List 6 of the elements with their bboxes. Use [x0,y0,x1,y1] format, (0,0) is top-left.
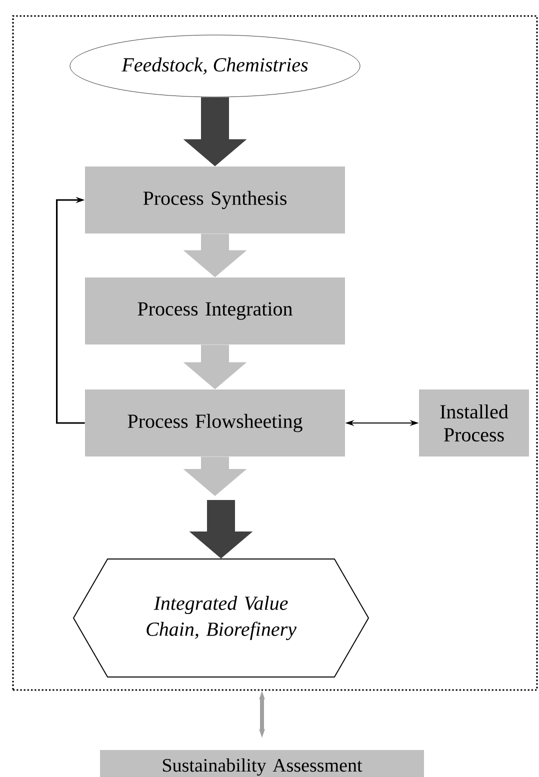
dotted-frame [12,15,538,691]
output-hexagon: Integrated Value Chain, Biorefinery [72,558,370,678]
process-box: Sustainability Assessment [100,750,424,777]
process-box: Installed Process [419,390,529,456]
feedback-arrow [56,196,85,424]
process-box: Process Synthesis [85,166,345,234]
